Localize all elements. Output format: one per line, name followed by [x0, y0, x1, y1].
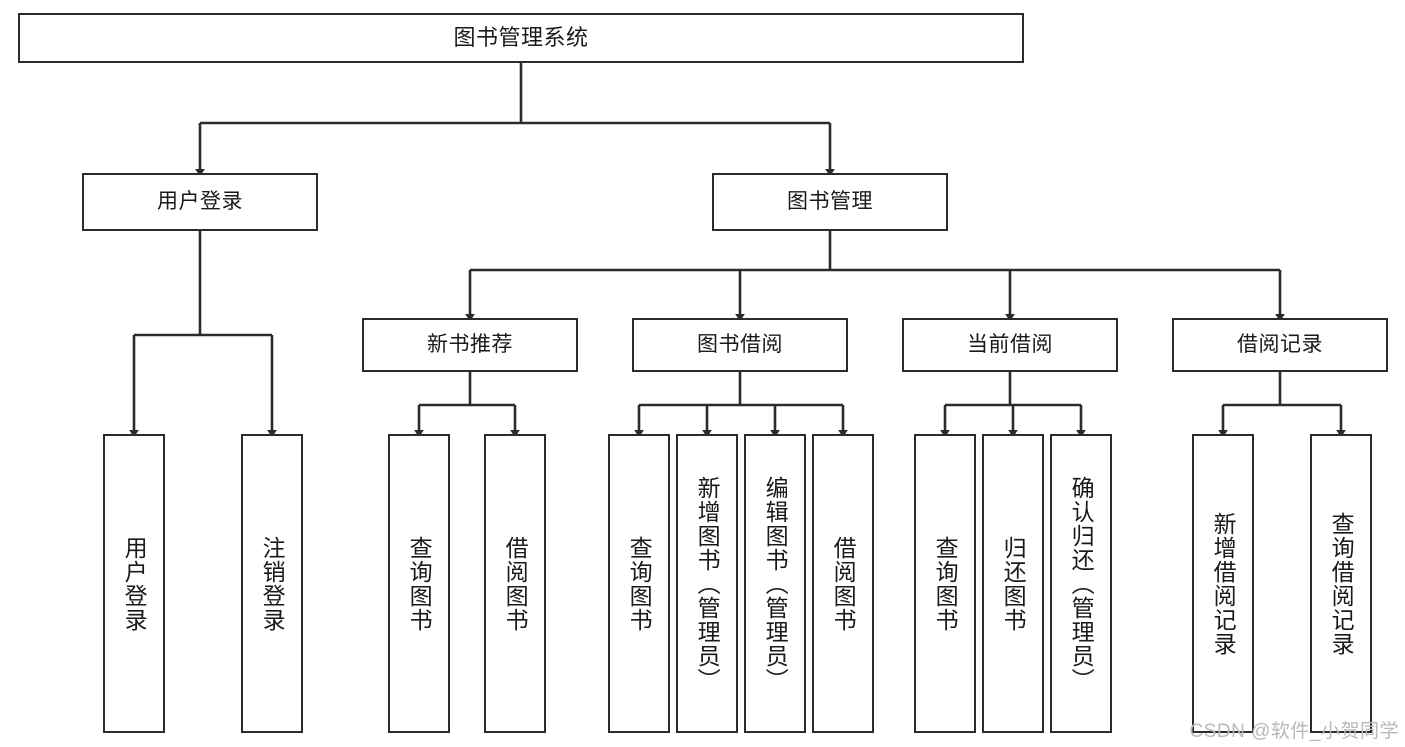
node-leaf-query-book-1[interactable]: 查询图书	[388, 434, 450, 733]
node-label: 查询图书	[626, 535, 653, 632]
node-root-system[interactable]: 图书管理系统	[18, 13, 1024, 63]
node-label: 借阅记录	[1237, 332, 1323, 356]
node-label: 确认归还（管理员）	[1068, 475, 1095, 692]
watermark-text: CSDN @软件_小贺同学	[1189, 721, 1399, 742]
node-label: 查询图书	[406, 535, 433, 632]
node-new-book-recommendation[interactable]: 新书推荐	[362, 318, 578, 372]
node-current-borrowing[interactable]: 当前借阅	[902, 318, 1118, 372]
node-label: 当前借阅	[967, 332, 1053, 356]
node-leaf-user-login[interactable]: 用户登录	[103, 434, 165, 733]
node-borrow-record[interactable]: 借阅记录	[1172, 318, 1388, 372]
node-label: 用户登录	[121, 535, 148, 632]
node-label: 图书借阅	[697, 332, 783, 356]
node-label: 新增图书（管理员）	[694, 475, 721, 692]
node-leaf-borrow-book-2[interactable]: 借阅图书	[812, 434, 874, 733]
node-leaf-add-borrow-record[interactable]: 新增借阅记录	[1192, 434, 1254, 733]
node-label: 编辑图书（管理员）	[762, 475, 789, 692]
node-label: 图书管理	[787, 189, 873, 213]
node-label: 查询借阅记录	[1328, 511, 1355, 656]
node-leaf-query-book-3[interactable]: 查询图书	[914, 434, 976, 733]
node-user-login[interactable]: 用户登录	[82, 173, 318, 231]
node-label: 图书管理系统	[453, 25, 589, 51]
node-leaf-add-book-admin[interactable]: 新增图书（管理员）	[676, 434, 738, 733]
node-leaf-edit-book-admin[interactable]: 编辑图书（管理员）	[744, 434, 806, 733]
node-label: 归还图书	[1000, 535, 1027, 632]
node-label: 新书推荐	[427, 332, 513, 356]
node-leaf-confirm-return-admin[interactable]: 确认归还（管理员）	[1050, 434, 1112, 733]
node-label: 用户登录	[157, 189, 243, 213]
node-label: 注销登录	[259, 535, 286, 632]
node-leaf-query-borrow-record[interactable]: 查询借阅记录	[1310, 434, 1372, 733]
node-label: 借阅图书	[502, 535, 529, 632]
node-label: 借阅图书	[830, 535, 857, 632]
node-leaf-logout[interactable]: 注销登录	[241, 434, 303, 733]
node-leaf-return-book[interactable]: 归还图书	[982, 434, 1044, 733]
node-book-management[interactable]: 图书管理	[712, 173, 948, 231]
node-leaf-query-book-2[interactable]: 查询图书	[608, 434, 670, 733]
node-label: 查询图书	[932, 535, 959, 632]
node-label: 新增借阅记录	[1210, 511, 1237, 656]
node-leaf-borrow-book-1[interactable]: 借阅图书	[484, 434, 546, 733]
node-book-borrowing[interactable]: 图书借阅	[632, 318, 848, 372]
